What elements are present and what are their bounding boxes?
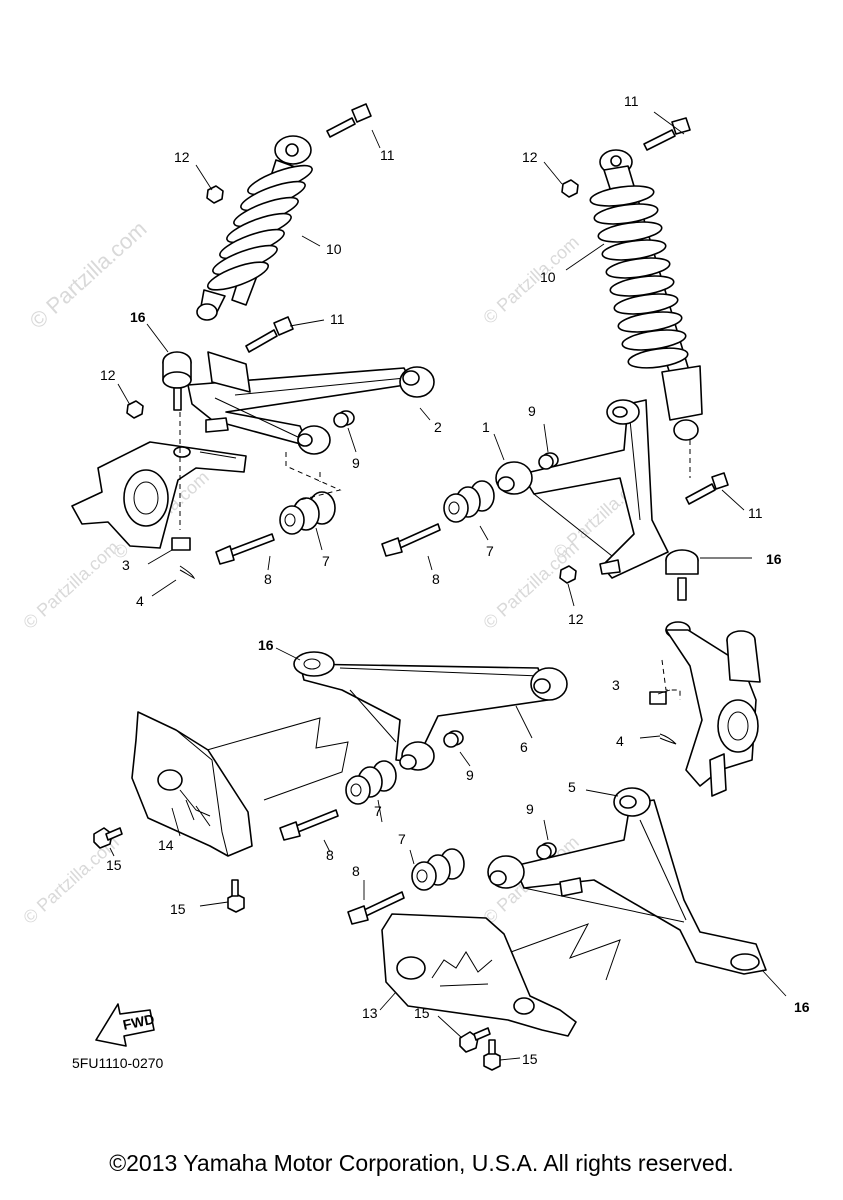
watermark: © Partzilla.com [19,537,123,633]
bolt-15 [93,827,123,849]
label-11: 11 [624,93,639,109]
label-6: 6 [520,739,528,755]
bolt-11 [685,472,729,505]
part-labels: 11 12 10 11 16 12 2 9 3 8 7 4 11 12 10 1… [100,93,810,1067]
label-9: 9 [526,801,534,817]
collar-9 [538,452,559,470]
collar-9 [333,410,355,428]
label-14: 14 [158,837,174,853]
label-12: 12 [174,149,190,165]
label-3: 3 [122,557,130,573]
label-11: 11 [748,505,763,521]
label-12: 12 [568,611,584,627]
bushing-7 [345,760,397,805]
label-8: 8 [352,863,360,879]
label-8: 8 [432,571,440,587]
lower-arm-1 [495,399,699,601]
label-11: 11 [330,311,345,327]
label-9: 9 [466,767,474,783]
bolt-11 [326,103,372,138]
guard-14 [131,711,253,857]
nut-3 [649,691,667,705]
label-8: 8 [264,571,272,587]
label-9: 9 [352,455,360,471]
bushing-7 [443,480,495,523]
label-8: 8 [326,847,334,863]
label-7: 7 [322,553,330,569]
fwd-arrow-icon: FWD [95,1003,156,1047]
steering-knuckle-right [661,621,761,797]
label-15: 15 [106,857,122,873]
label-16: 16 [130,309,146,325]
label-12: 12 [100,367,116,383]
label-7: 7 [486,543,494,559]
bolt-8 [215,533,275,565]
bolt-15 [483,1039,501,1071]
label-15: 15 [414,1005,430,1021]
cotter-pin-4 [659,733,677,745]
label-7: 7 [374,803,382,819]
label-9: 9 [528,403,536,419]
steering-knuckle-left [71,441,247,549]
label-4: 4 [616,733,624,749]
leader-lines [109,111,787,1061]
label-12: 12 [522,149,538,165]
bolt-15 [459,1027,491,1053]
label-11: 11 [380,147,395,163]
bolt-11 [643,117,691,151]
watermark: © Partzilla.com [19,832,123,928]
label-15: 15 [522,1051,538,1067]
label-10: 10 [540,269,556,285]
nut-3 [171,537,191,551]
bolt-15 [227,879,245,913]
bolt-8 [381,523,441,557]
fwd-label: FWD [121,1011,156,1033]
copyright-notice: ©2013 Yamaha Motor Corporation, U.S.A. A… [109,1150,734,1176]
bolt-8 [279,809,339,841]
lower-arm-5 [487,787,767,975]
label-3: 3 [612,677,620,693]
bolt-8 [347,891,405,925]
nut-12 [126,400,144,419]
label-2: 2 [434,419,442,435]
collar-9 [536,842,557,860]
shock-absorber-left [196,135,313,321]
label-10: 10 [326,241,342,257]
nut-12 [561,179,579,198]
diagram-code: 5FU1110-0270 [72,1055,164,1071]
upper-arm-6 [293,651,568,771]
bushing-7 [411,848,465,891]
label-16: 16 [794,999,810,1015]
nut-12 [206,185,224,204]
label-13: 13 [362,1005,378,1021]
collar-9 [443,730,464,748]
cotter-pin-4 [179,565,196,580]
upper-arm-2 [162,351,435,455]
label-16: 16 [766,551,782,567]
label-5: 5 [568,779,576,795]
watermark: © Partzilla.com [479,232,583,328]
guard-13 [381,913,577,1037]
label-15: 15 [170,901,186,917]
nut-12 [559,565,577,584]
label-1: 1 [482,419,490,435]
label-4: 4 [136,593,144,609]
bolt-11 [245,316,294,353]
shock-absorber-right [589,149,703,478]
label-7: 7 [398,831,406,847]
bushing-7 [279,491,336,535]
label-16: 16 [258,637,274,653]
